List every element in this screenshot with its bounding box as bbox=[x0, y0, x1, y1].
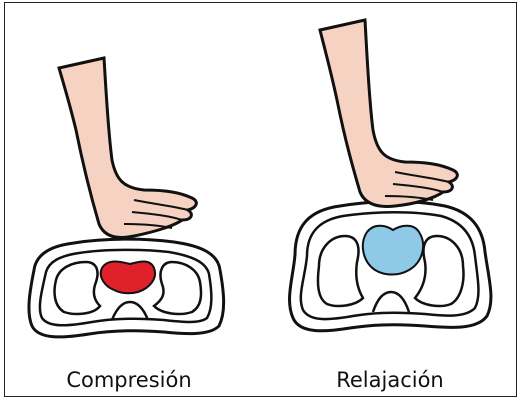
caption-compression: Compresión bbox=[66, 368, 191, 392]
heart-relaxed bbox=[363, 226, 423, 275]
relaxation-illustration: Relajación bbox=[265, 0, 515, 395]
left-lung bbox=[55, 262, 100, 314]
relaxation-panel: Relajación bbox=[265, 0, 515, 395]
left-lung bbox=[318, 236, 363, 306]
compression-panel: Compresión bbox=[4, 0, 254, 395]
caption-relaxation: Relajación bbox=[336, 368, 444, 392]
forearm bbox=[59, 58, 196, 238]
compression-illustration: Compresión bbox=[4, 0, 254, 395]
